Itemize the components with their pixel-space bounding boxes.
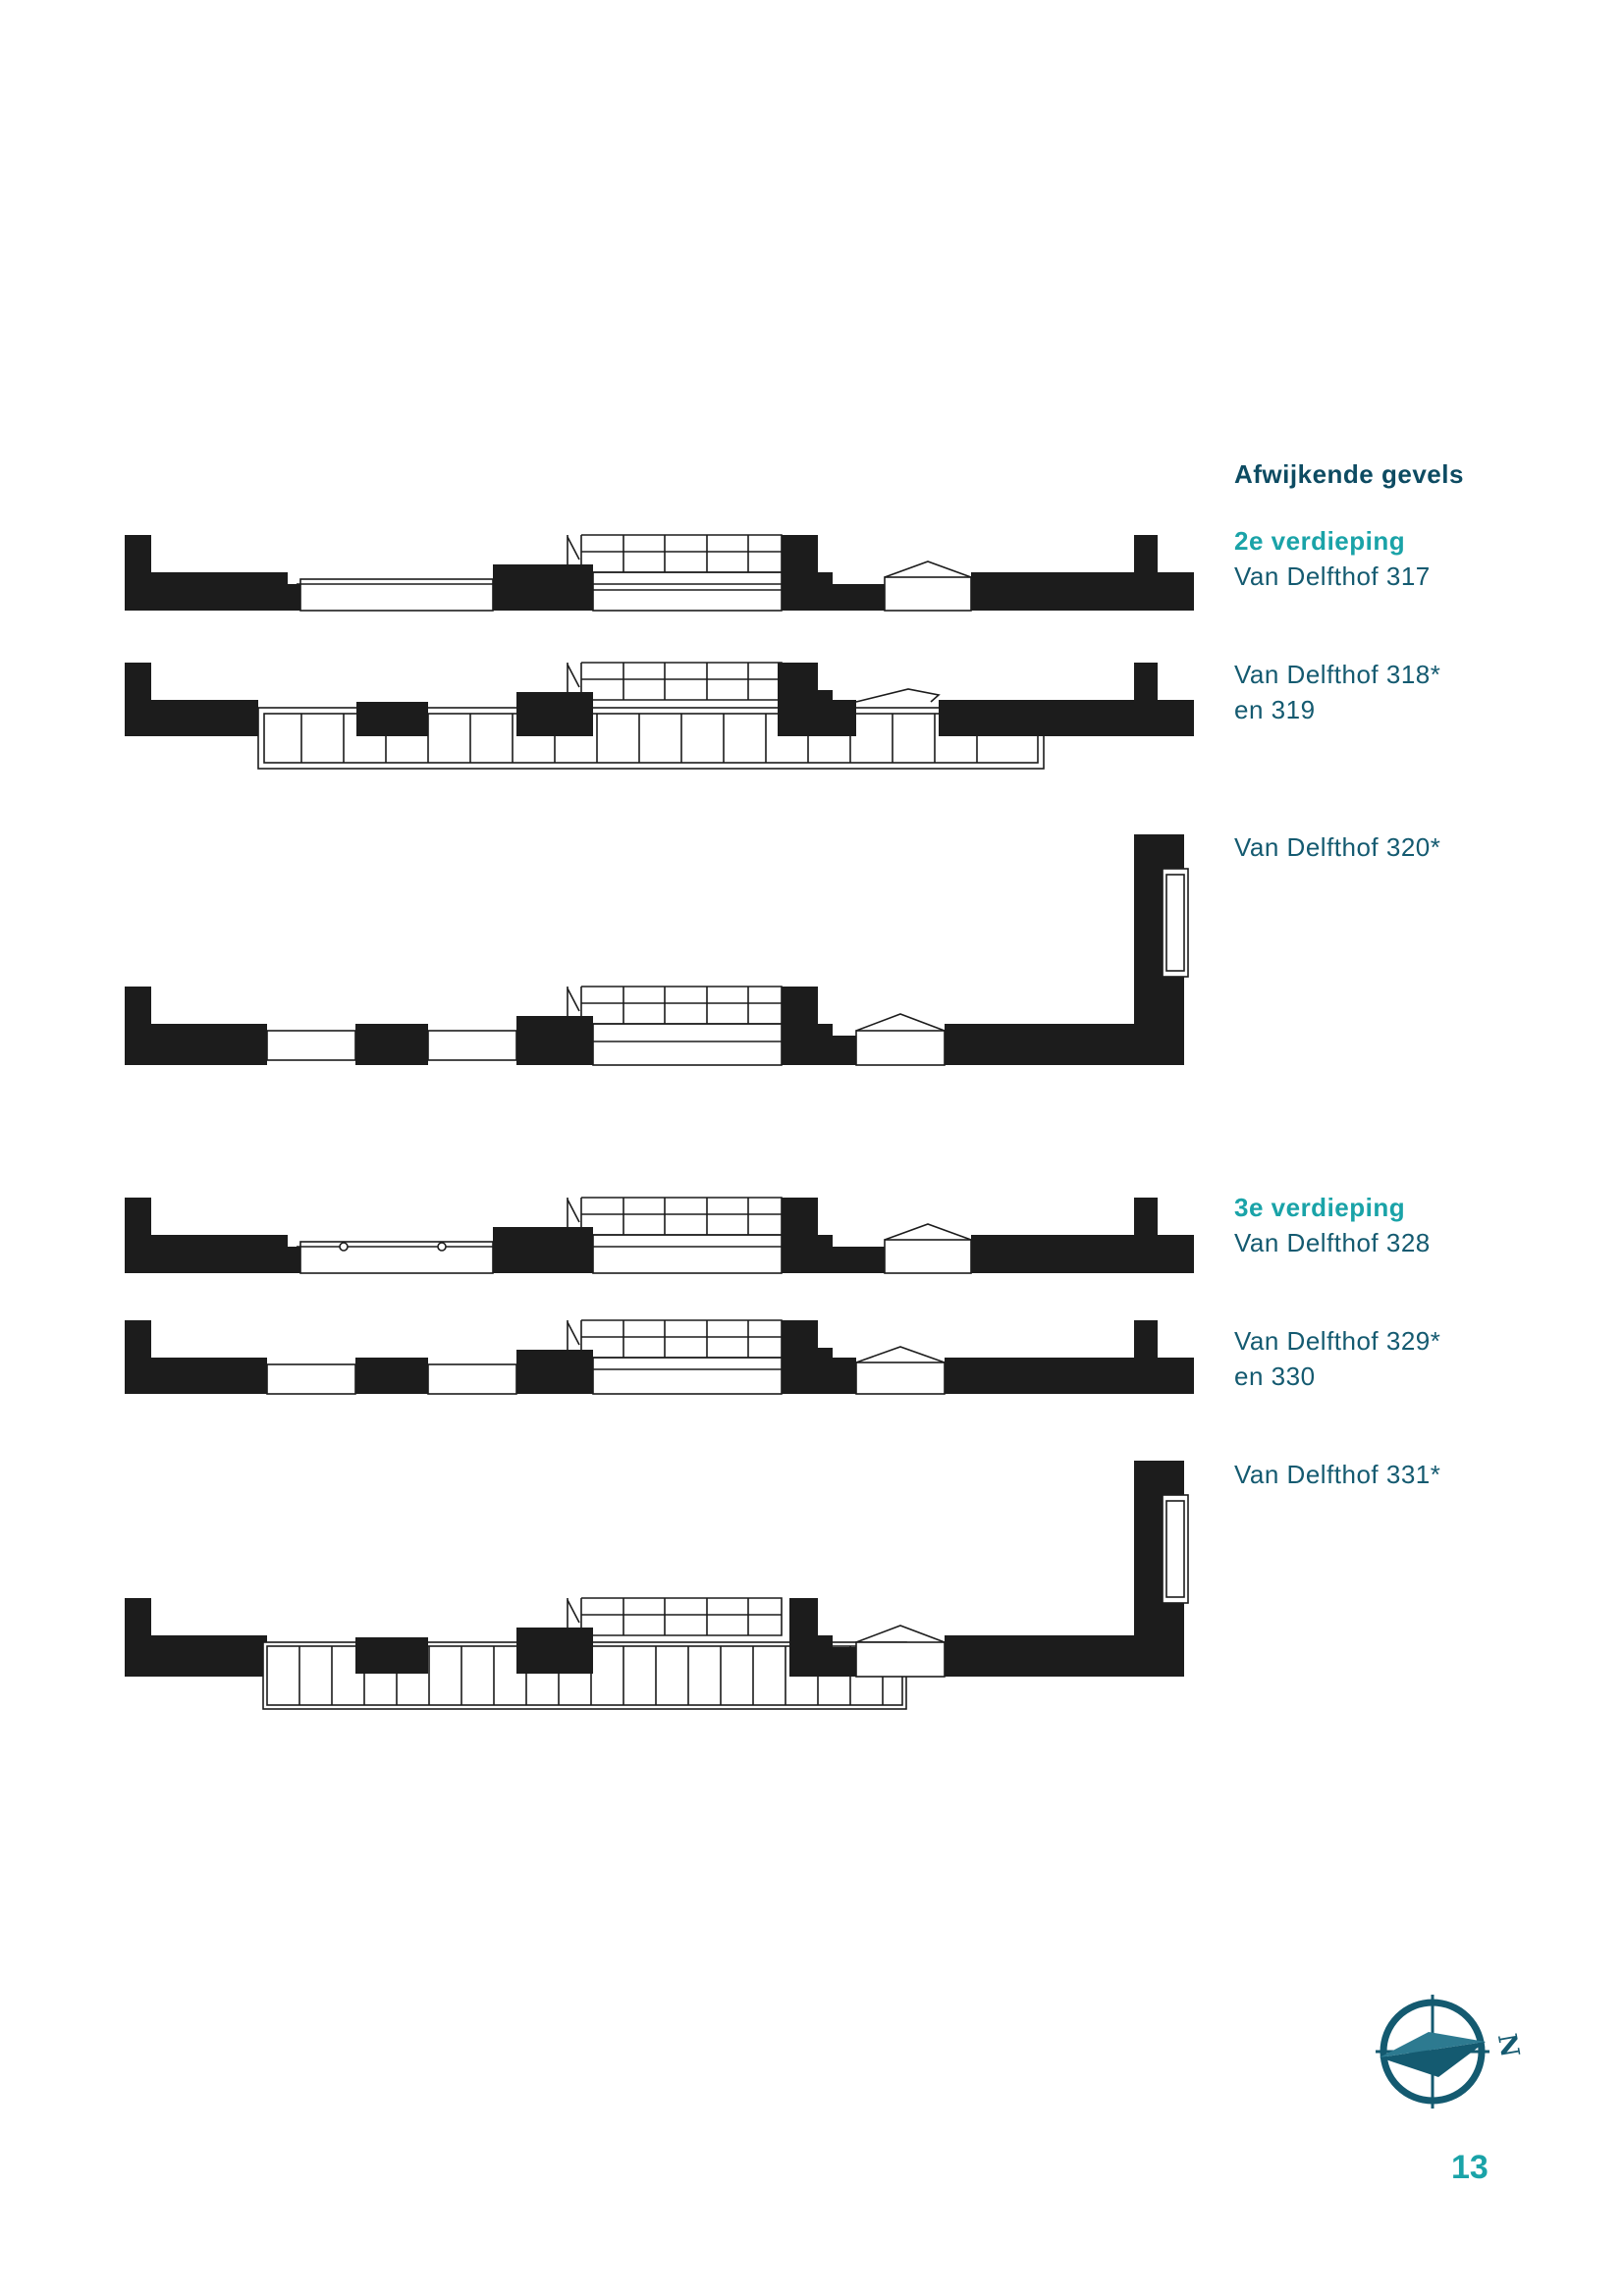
label-317: Van Delfthof 317 [1234, 561, 1431, 591]
label-318: Van Delfthof 318* [1234, 660, 1441, 689]
facade-plan-329 [118, 1310, 1198, 1497]
label-331: Van Delfthof 331* [1234, 1460, 1441, 1489]
plan-drawing [125, 534, 1194, 612]
label-319: en 319 [1234, 695, 1316, 724]
label-328: Van Delfthof 328 [1234, 1228, 1431, 1257]
plan-drawing [125, 1197, 1194, 1274]
north-letter: N [1491, 2032, 1525, 2060]
compass-icon: N [1370, 1993, 1546, 2110]
facade-plan-317 [118, 525, 1198, 712]
plan-drawing [125, 662, 1194, 770]
floor-3-heading: 3e verdieping [1234, 1193, 1406, 1222]
label-320: Van Delfthof 320* [1234, 832, 1441, 862]
label-330: en 330 [1234, 1362, 1316, 1391]
floor-2-heading: 2e verdieping [1234, 526, 1406, 556]
plan-drawing [125, 1461, 1189, 1710]
label-329: Van Delfthof 329* [1234, 1326, 1441, 1356]
plan-drawing [125, 834, 1189, 1066]
facade-plan-331 [118, 1456, 1198, 1710]
page-number: 13 [1451, 2149, 1489, 2186]
plan-drawing [125, 1319, 1194, 1395]
facade-plan-318 [118, 653, 1198, 839]
facade-plan-328 [118, 1188, 1198, 1374]
facade-plan-320 [118, 829, 1198, 1066]
section-heading: Afwijkende gevels [1234, 459, 1464, 489]
